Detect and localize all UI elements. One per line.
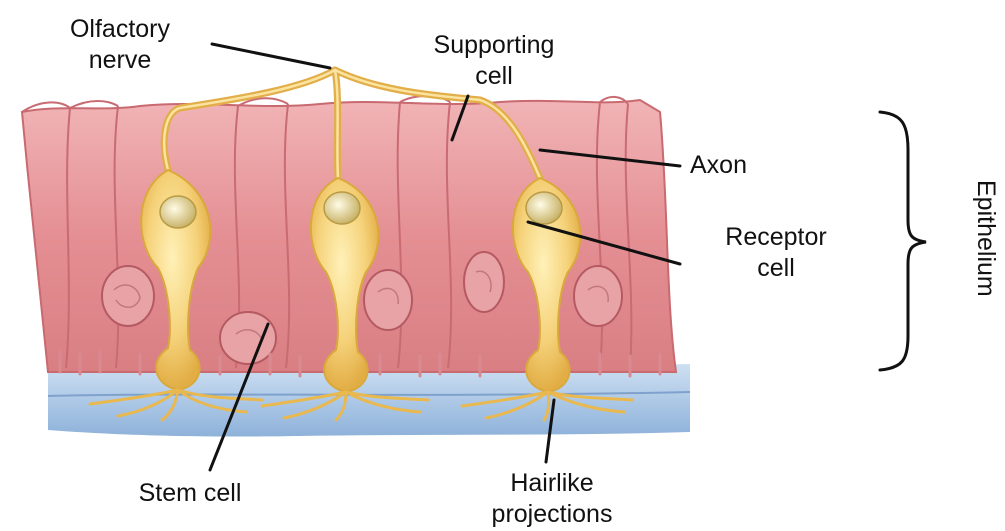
label-supporting-cell-line2: cell — [382, 61, 606, 92]
label-hairlike-projections-line1: Hairlike — [402, 468, 702, 499]
olfactory-nerve-leader — [212, 44, 330, 68]
label-olfactory-nerve-line2: nerve — [22, 45, 218, 76]
label-olfactory-nerve-line1: Olfactory — [22, 14, 218, 45]
basal-layer — [48, 363, 690, 436]
label-olfactory-nerve: Olfactory nerve — [22, 14, 218, 76]
label-hairlike-projections: Hairlike projections — [402, 468, 702, 530]
label-stem-cell: Stem cell — [82, 478, 298, 509]
stem-cell-nucleus — [220, 312, 276, 364]
label-receptor-cell: Receptor cell — [676, 222, 876, 284]
epithelium-brace — [880, 112, 926, 370]
label-axon: Axon — [690, 150, 790, 181]
label-epithelium: Epithelium — [971, 180, 1000, 297]
label-supporting-cell: Supporting cell — [382, 30, 606, 92]
label-receptor-cell-line2: cell — [676, 253, 876, 284]
label-receptor-cell-line1: Receptor — [676, 222, 876, 253]
label-supporting-cell-line1: Supporting — [382, 30, 606, 61]
label-hairlike-projections-line2: projections — [402, 499, 702, 530]
